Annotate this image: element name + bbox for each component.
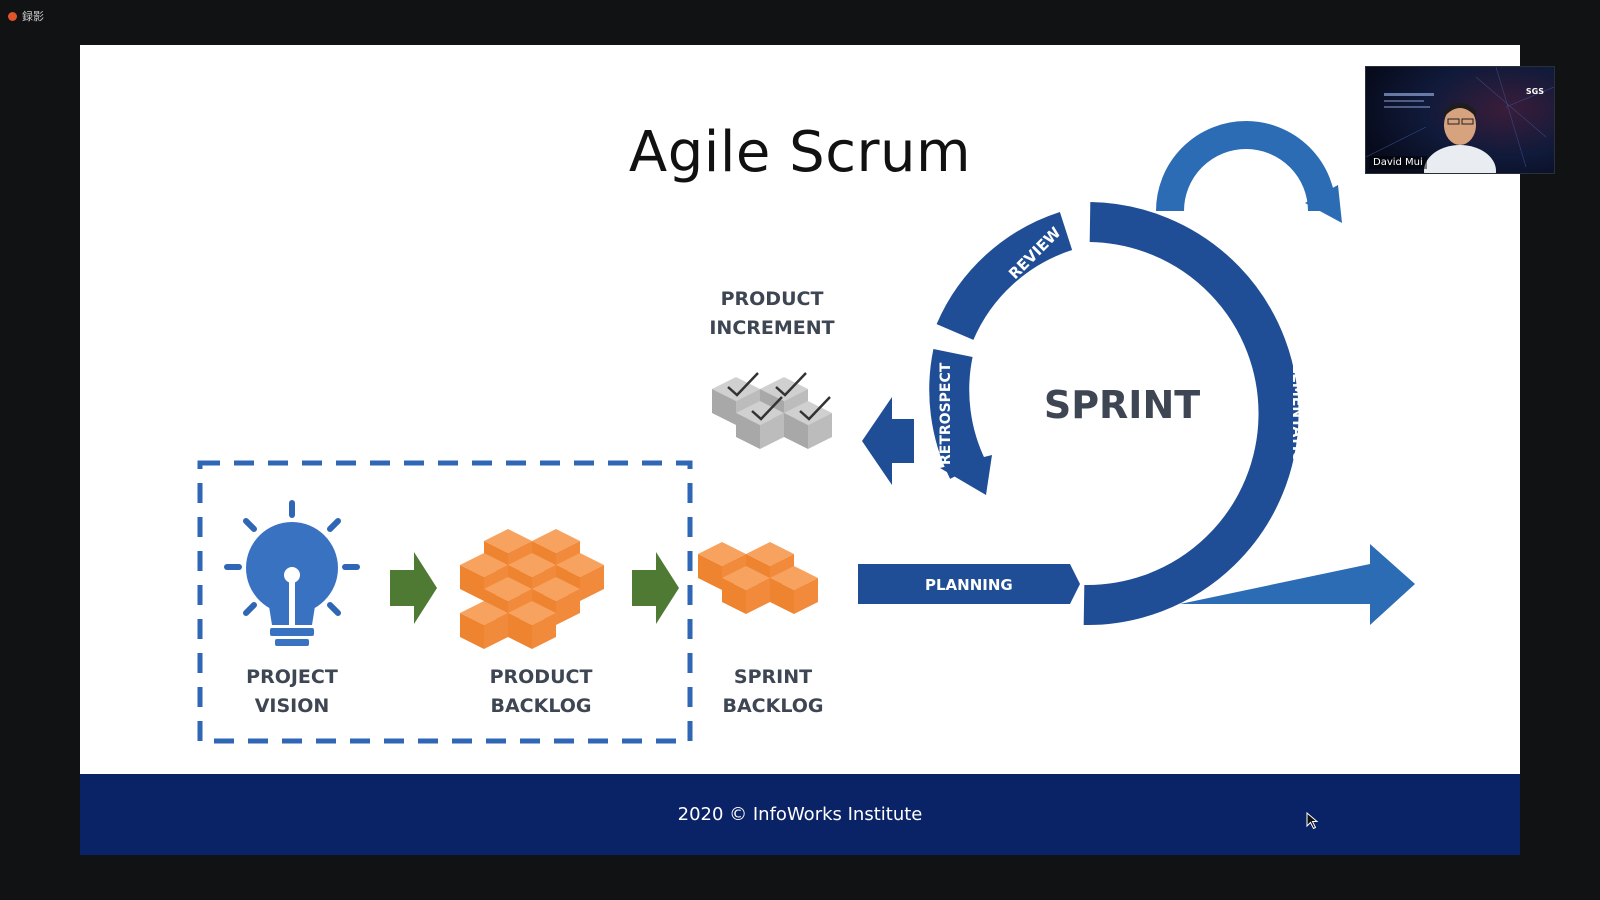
person-shoulders [1424,145,1496,173]
mouse-cursor-icon [1306,812,1319,830]
recording-indicator: 録影 [8,8,44,24]
exit-arrow-right-icon [1180,544,1415,625]
product-backlog-line2: BACKLOG [490,695,592,717]
product-backlog-cubes-icon [460,529,604,649]
loop-arc [1156,121,1336,212]
sprint-backlog-line2: BACKLOG [722,695,824,717]
product-increment-line1: PRODUCT [720,288,824,310]
arrow-right-icon [632,552,679,624]
sprint-backlog-cubes-icon [698,542,818,614]
recording-label: 録影 [22,10,44,23]
video-background [1366,67,1554,173]
lightbulb-icon [224,500,360,646]
planning-bar [858,564,1080,604]
product-backlog-line1: PRODUCT [489,666,593,688]
slide-title: Agile Scrum [628,120,972,185]
retrospect-arrowhead-icon [940,455,992,495]
sprint-backlog-line1: SPRINT [733,666,813,688]
presentation-slide: Agile Scrum [80,45,1520,855]
person-face [1444,105,1476,145]
project-vision-line1: PROJECT [246,666,338,688]
loop-arrowhead-icon [1305,185,1342,223]
retrospect-label: RETROSPECT [938,362,954,465]
record-dot-icon [8,11,17,21]
implementation-label: IMPLEMENTATION [1289,335,1305,475]
product-increment-label: PRODUCT INCREMENT [692,285,852,343]
arrow-left-icon [862,397,914,485]
project-vision-label: PROJECT VISION [212,663,372,721]
sprint-backlog-label: SPRINT BACKLOG [688,663,858,721]
footer-copyright: 2020 © InfoWorks Institute [677,804,923,825]
slide-footer: 2020 © InfoWorks Institute [80,774,1520,855]
sgs-logo: SGS [1525,87,1544,96]
sprint-cycle-ring [929,202,1299,626]
participant-name: David Mui [1369,156,1427,169]
project-vision-line2: VISION [254,695,330,717]
planning-label: PLANNING [925,576,1013,594]
arrow-right-icon [390,552,437,624]
dashed-boundary-box [197,460,693,744]
product-backlog-label: PRODUCT BACKLOG [456,663,626,721]
product-increment-cubes-icon [712,372,832,449]
product-increment-line2: INCREMENT [709,317,835,339]
sprint-label: SPRINT [1044,383,1200,427]
agile-scrum-diagram: REVIEW RETROSPECT IMPLEMENTATION PLANNIN… [197,121,1415,744]
participant-video-tile[interactable]: SGS David Mui [1365,66,1555,174]
